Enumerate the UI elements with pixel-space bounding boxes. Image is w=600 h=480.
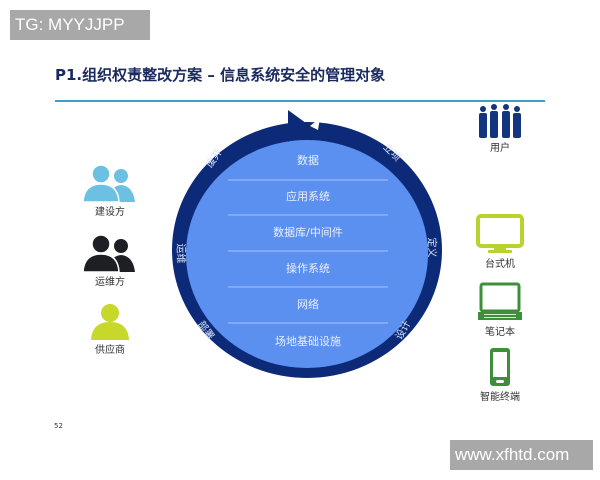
title-divider [55,100,545,102]
two-people-icon [82,234,135,272]
page-number: 52 [54,422,63,430]
actor-label: 运维方 [95,277,125,288]
watermark-bottom-right: www.xfhtd.com [450,440,593,470]
actor-builder: 建设方 [75,164,145,218]
actor-label: 台式机 [485,259,515,270]
person-icon [91,304,129,340]
actor-user: 用户 [465,104,535,154]
cycle-stage-label: 运维 [174,243,186,264]
smartphone-icon [490,348,510,386]
actor-label: 智能终端 [480,392,520,403]
actor-operator: 运维方 [75,234,145,288]
actor-label: 供应商 [95,345,125,356]
actor-label: 建设方 [95,207,125,218]
page-title: P1.组织权责整改方案 – 信息系统安全的管理对象 [55,66,386,84]
two-people-icon [82,164,135,202]
actor-smart-terminal: 智能终端 [465,347,535,403]
layer-label-os: 操作系统 [286,262,330,275]
lifecycle-ring-diagram [172,110,442,378]
layer-label-application: 应用系统 [286,190,330,203]
desktop-monitor-icon [476,214,524,253]
cycle-arrow-icon [288,110,310,142]
cycle-stage-label: 定义 [425,237,437,258]
layers-disc [186,140,428,368]
layer-label-data: 数据 [297,154,319,167]
watermark-top-left: TG: MYYJJPP [10,10,150,40]
actor-label: 用户 [490,143,510,154]
layer-label-network: 网络 [297,298,319,311]
actor-laptop: 笔记本 [465,282,535,338]
group-people-icon [479,104,521,138]
layer-label-facility: 场地基础设施 [275,335,341,348]
laptop-icon [478,282,522,320]
actor-desktop: 台式机 [465,214,535,270]
actor-label: 笔记本 [485,327,515,338]
actor-supplier: 供应商 [75,302,145,356]
layer-label-database: 数据库/中间件 [273,226,343,239]
